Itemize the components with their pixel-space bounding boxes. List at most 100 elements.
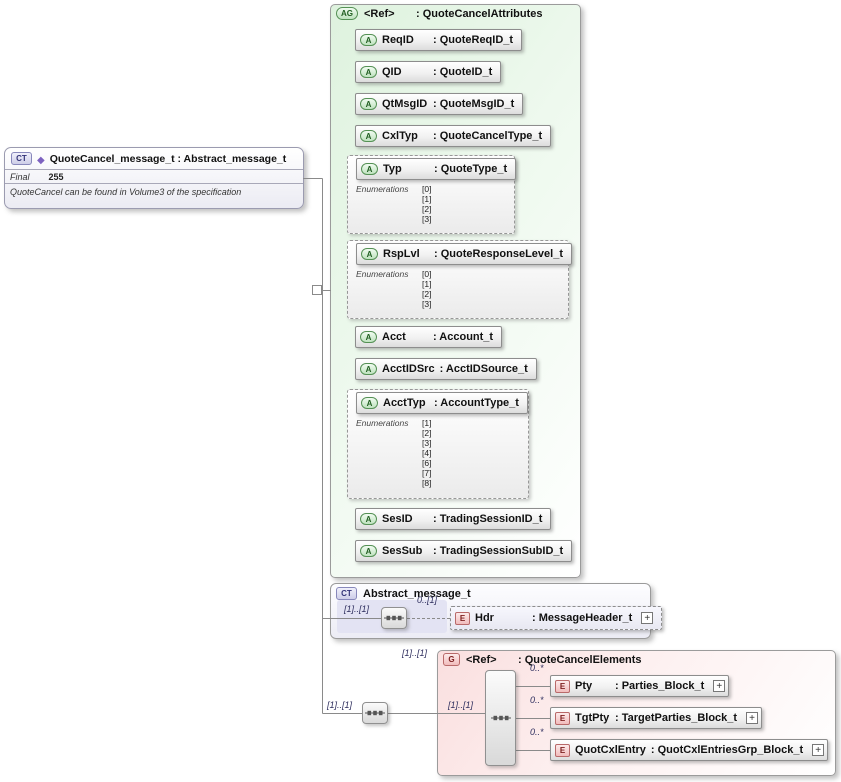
- occurrence-label: [1]..[1]: [344, 604, 370, 614]
- enumerations-label: Enumerations: [356, 269, 409, 279]
- divider: [5, 169, 303, 170]
- attribute-name: ReqID: [382, 34, 414, 46]
- attribute-node-accttyp[interactable]: A AcctTyp : AccountType_t: [356, 392, 528, 414]
- attribute-enum-group-typ: A Typ : QuoteType_t Enumerations [0] [1]…: [347, 155, 517, 234]
- attribute-icon: A: [361, 397, 378, 409]
- element-name: TgtPty: [575, 712, 610, 724]
- attribute-icon: A: [360, 98, 377, 110]
- element-type: : QuotCxlEntriesGrp_Block_t: [650, 744, 804, 756]
- sequence-icon[interactable]: [381, 607, 407, 629]
- final-label: Final: [10, 171, 30, 182]
- element-node-hdr[interactable]: E Hdr : MessageHeader_t +: [450, 606, 663, 630]
- attribute-node-sessub[interactable]: A SesSub : TradingSessionSubID_t: [355, 540, 573, 562]
- attribute-icon: A: [360, 331, 377, 343]
- attribute-node-qid[interactable]: A QID : QuoteID_t: [355, 61, 502, 83]
- occurrence-label: 0..*: [530, 663, 544, 673]
- attribute-node-qtmsgid[interactable]: A QtMsgID : QuoteMsgID_t: [355, 93, 524, 115]
- attribute-node-typ[interactable]: A Typ : QuoteType_t: [356, 158, 517, 180]
- attribute-node-cxltyp[interactable]: A CxlTyp : QuoteCancelType_t: [355, 125, 552, 147]
- attribute-icon: A: [361, 248, 378, 260]
- attribute-node-sesid[interactable]: A SesID : TradingSessionID_t: [355, 508, 552, 530]
- enum-value: [4]: [422, 448, 432, 458]
- group-type-name: : QuoteCancelAttributes: [416, 7, 543, 20]
- final-row: Final 255: [5, 170, 303, 183]
- attribute-icon: A: [360, 363, 377, 375]
- enum-value: [2]: [422, 428, 432, 438]
- sequence-icon[interactable]: [485, 670, 516, 766]
- attribute-icon: A: [360, 66, 377, 78]
- attribute-type: : AcctIDSource_t: [439, 363, 528, 375]
- enum-value: [1]: [422, 279, 432, 289]
- expand-icon[interactable]: +: [713, 680, 726, 692]
- attribute-name: Typ: [383, 163, 402, 175]
- sequence-glyph: [365, 710, 385, 716]
- sequence-glyph: [384, 615, 404, 621]
- complex-type-header: CT QuoteCancel_message_t : Abstract_mess…: [5, 148, 303, 169]
- group-ref-name: <Ref>: [364, 7, 395, 20]
- attribute-type: : QuoteMsgID_t: [433, 98, 515, 110]
- element-node-pty[interactable]: E Pty : Parties_Block_t +: [550, 675, 730, 697]
- enum-value: [3]: [422, 214, 432, 224]
- attribute-type: : QuoteResponseLevel_t: [434, 248, 563, 260]
- element-icon: E: [555, 679, 570, 693]
- group-type-name: : QuoteCancelElements: [518, 653, 642, 666]
- sequence-icon[interactable]: [362, 702, 388, 724]
- element-node-quotcxlentry[interactable]: E QuotCxlEntry : QuotCxlEntriesGrp_Block…: [550, 739, 829, 761]
- expand-icon[interactable]: +: [812, 744, 825, 756]
- sequence-glyph: [490, 715, 511, 721]
- occurrence-label: 0..*: [530, 727, 544, 737]
- attribute-node-acct[interactable]: A Acct : Account_t: [355, 326, 503, 348]
- attribute-name: CxlTyp: [382, 130, 418, 142]
- occurrence-label: [1]..[1]: [448, 700, 474, 710]
- ag-badge: AG: [336, 7, 358, 20]
- attribute-icon: A: [360, 34, 377, 46]
- divider: [5, 183, 303, 184]
- enum-value: [0]: [422, 184, 432, 194]
- attribute-type: : AccountType_t: [434, 397, 519, 409]
- attribute-type: : TradingSessionID_t: [433, 513, 543, 525]
- attribute-type: : Account_t: [433, 331, 494, 343]
- main-type-title: QuoteCancel_message_t : Abstract_message…: [49, 152, 287, 165]
- enum-value: [3]: [422, 438, 432, 448]
- expand-icon[interactable]: +: [746, 712, 759, 724]
- attribute-icon: A: [361, 163, 378, 175]
- enum-value: [0]: [422, 269, 432, 279]
- attribute-type: : QuoteReqID_t: [433, 34, 514, 46]
- element-type: : Parties_Block_t: [615, 680, 705, 692]
- enum-value: [3]: [422, 299, 432, 309]
- complex-type-node[interactable]: CT QuoteCancel_message_t : Abstract_mess…: [4, 147, 304, 209]
- attribute-node-acctidsrc[interactable]: A AcctIDSrc : AcctIDSource_t: [355, 358, 537, 380]
- attribute-enum-group-rsplvl: A RspLvl : QuoteResponseLevel_t Enumerat…: [347, 240, 572, 319]
- attribute-name: SesSub: [382, 545, 423, 557]
- annotation-text: QuoteCancel can be found in Volume3 of t…: [10, 187, 242, 197]
- enumerations-label: Enumerations: [356, 418, 409, 428]
- complex-type-icon: [37, 151, 45, 167]
- attribute-type: : TradingSessionSubID_t: [433, 545, 564, 557]
- occurrence-label: 0..[1]: [417, 595, 438, 605]
- attribute-node-reqid[interactable]: A ReqID : QuoteReqID_t: [355, 29, 523, 51]
- element-name: Pty: [575, 680, 593, 692]
- attribute-node-rsplvl[interactable]: A RspLvl : QuoteResponseLevel_t: [356, 243, 572, 265]
- elements-group-header: G <Ref> : QuoteCancelElements: [443, 653, 641, 666]
- enumerations-label: Enumerations: [356, 184, 409, 194]
- enum-value: [8]: [422, 478, 432, 488]
- occurrence-label: [1]..[1]: [402, 648, 428, 658]
- enumerations-block: Enumerations [1] [2] [3] [4] [6] [7] [8]: [356, 418, 431, 488]
- attribute-name: RspLvl: [383, 248, 420, 260]
- expand-icon[interactable]: +: [641, 612, 654, 624]
- abstract-type-header: CT Abstract_message_t: [336, 587, 471, 600]
- enum-value: [1]: [422, 194, 432, 204]
- attribute-icon: A: [360, 545, 377, 557]
- element-node-tgtpty[interactable]: E TgtPty : TargetParties_Block_t +: [550, 707, 763, 729]
- final-value: 255: [48, 171, 64, 182]
- enum-value: [2]: [422, 204, 432, 214]
- attribute-type: : QuoteCancelType_t: [433, 130, 543, 142]
- element-name: QuotCxlEntry: [575, 744, 646, 756]
- attribute-icon: A: [360, 130, 377, 142]
- attribute-name: AcctIDSrc: [382, 363, 435, 375]
- enum-value: [2]: [422, 289, 432, 299]
- element-type: : MessageHeader_t: [532, 612, 633, 624]
- enumerations-block: Enumerations [0] [1] [2] [3]: [356, 184, 431, 224]
- ct-badge: CT: [11, 152, 32, 165]
